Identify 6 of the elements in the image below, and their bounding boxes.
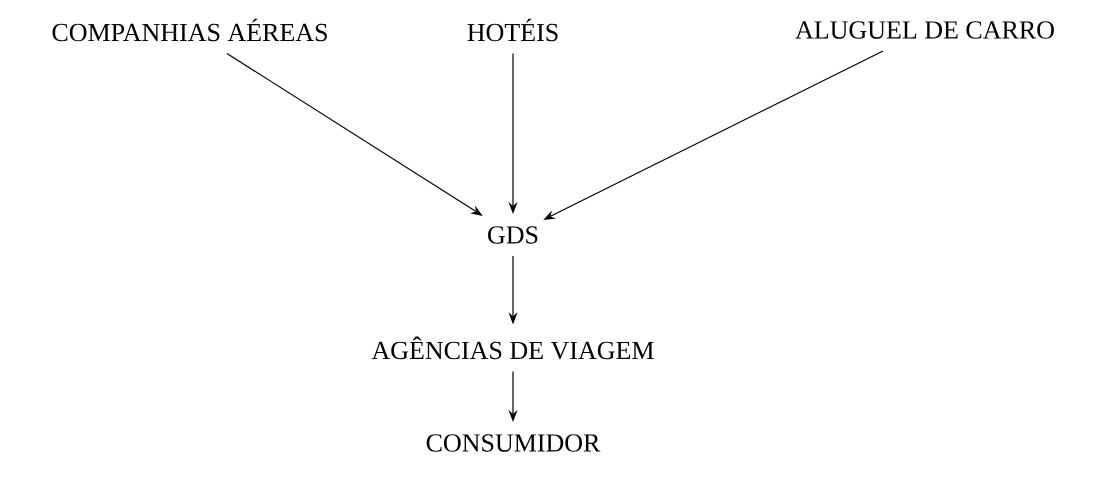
node-label: AGÊNCIAS DE VIAGEM (371, 336, 654, 360)
node-label: COMPANHIAS AÉREAS (52, 18, 327, 42)
node-label: HOTÉIS (467, 18, 558, 42)
node-label: ALUGUEL DE CARRO (795, 21, 1054, 39)
node-label: GDS (488, 226, 538, 244)
node-label: CONSUMIDOR (426, 434, 601, 452)
